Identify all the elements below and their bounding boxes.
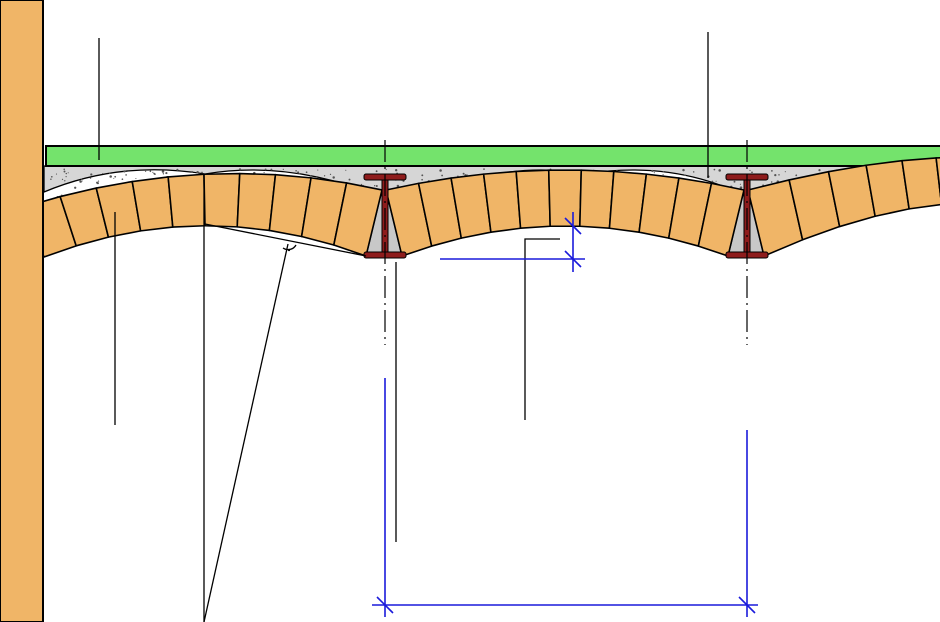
rise-tick-top (564, 217, 582, 235)
beam-center-lines (384, 140, 748, 345)
leader-rise (524, 238, 560, 420)
brick-vault-arches (23, 157, 940, 258)
right-arch-brick (901, 157, 940, 210)
middle-arch-brick (482, 170, 522, 233)
middle-arch-brick (515, 169, 551, 230)
floor-slab (45, 145, 940, 167)
right-arch-brick (935, 157, 940, 198)
leader-chord (204, 223, 367, 257)
left-arch-brick (167, 173, 206, 228)
right-angle-mark (282, 244, 297, 251)
span-tick-right (738, 596, 756, 614)
leader-radius (203, 243, 289, 622)
middle-arch-brick (579, 169, 615, 230)
span-tick-left (376, 596, 394, 614)
leader-lines (98, 32, 709, 622)
masonry-wall (0, 0, 44, 622)
middle-arch-brick (547, 169, 583, 228)
dimension-lines (372, 212, 758, 617)
left-arch-brick (203, 172, 241, 228)
rise-tick-bottom (564, 250, 582, 268)
